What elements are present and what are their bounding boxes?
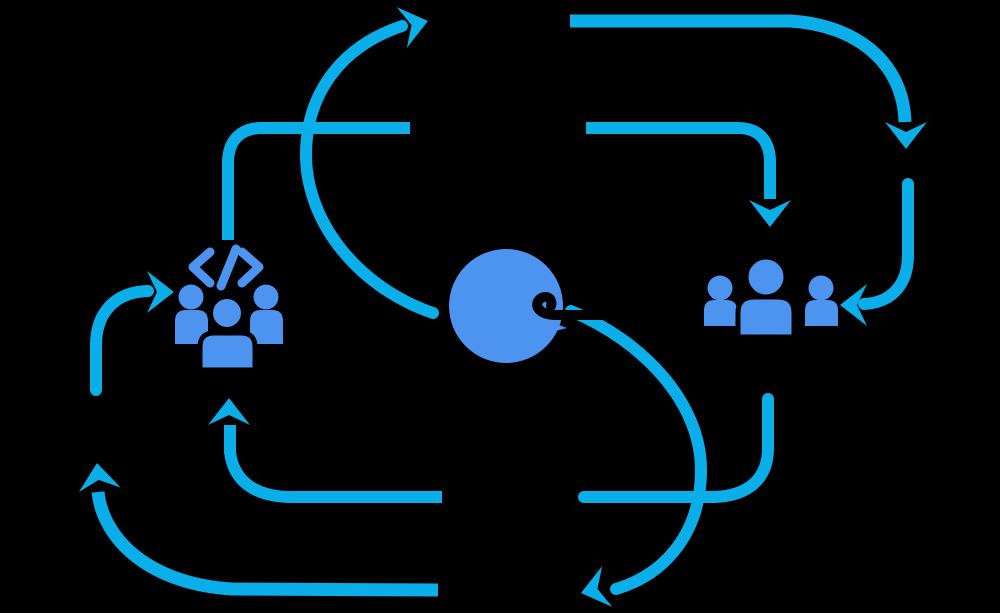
arrowhead-right-icon bbox=[396, 7, 428, 48]
person-icon bbox=[704, 275, 737, 326]
platform-logo-icon bbox=[449, 249, 623, 363]
dev-team-icon bbox=[175, 244, 283, 373]
arrow-bottom-left-up bbox=[78, 463, 439, 597]
person-icon bbox=[197, 294, 258, 373]
arrowhead-left-icon bbox=[840, 284, 867, 326]
logo-beak bbox=[543, 319, 567, 333]
arrow-right-into-users bbox=[840, 178, 914, 326]
arrowhead-down-icon bbox=[885, 122, 927, 149]
logo-wave-cut bbox=[532, 292, 623, 320]
arrow-center-to-top bbox=[299, 7, 439, 319]
arrowhead-down-icon bbox=[749, 200, 791, 227]
arrow-mid-left-into-devs bbox=[222, 122, 410, 240]
arrowhead-left-icon bbox=[581, 566, 613, 607]
person-icon bbox=[805, 275, 838, 326]
arrowhead-right-icon bbox=[147, 271, 174, 313]
person-icon bbox=[250, 284, 283, 344]
person-icon bbox=[175, 284, 208, 344]
arrow-users-to-devs-underpass bbox=[208, 393, 774, 503]
person-icon bbox=[735, 254, 797, 340]
arrowhead-up-icon bbox=[208, 398, 250, 425]
arrow-center-to-bottom bbox=[565, 305, 707, 607]
user-group-icon bbox=[704, 254, 838, 340]
arrow-mid-right-down bbox=[586, 122, 791, 227]
arrowhead-up-icon bbox=[78, 463, 121, 493]
arrow-top-right-down bbox=[570, 14, 927, 149]
arrow-left-into-devs bbox=[90, 271, 174, 396]
code-brackets-icon bbox=[188, 244, 264, 291]
